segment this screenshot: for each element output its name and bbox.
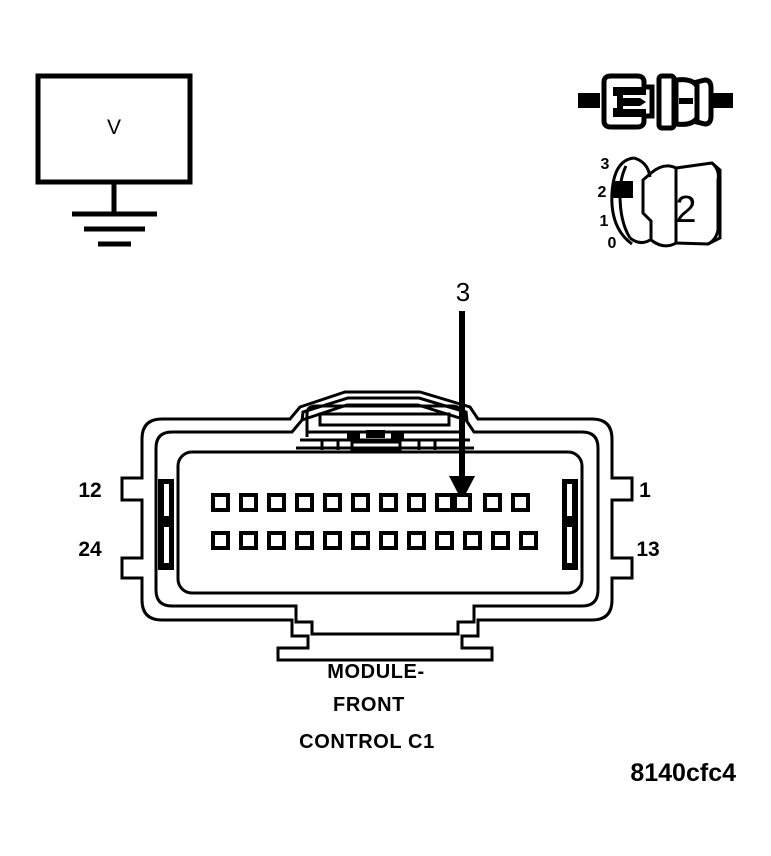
figure-id-label: 8140cfc4 <box>630 759 736 787</box>
latch-tooth-mid <box>366 430 385 438</box>
pin-cavity <box>483 493 502 512</box>
pin-cavity <box>379 531 398 550</box>
latch-tooth-left <box>347 431 360 441</box>
pin-cavity <box>379 493 398 512</box>
switch-selected-label: 2 <box>675 189 696 231</box>
earth-ground-icon <box>72 211 157 247</box>
rotary-selector-switch-icon: 3 2 1 0 2 <box>598 156 722 252</box>
pin-cavity <box>491 531 510 550</box>
selector-marker <box>613 181 633 198</box>
latch-tooth-right <box>391 431 404 441</box>
latch-roof <box>300 396 469 422</box>
pin-cavity <box>323 493 342 512</box>
female-shell-body <box>694 77 714 127</box>
voltmeter-label: V <box>107 116 121 139</box>
pin-cavity <box>267 531 286 550</box>
pin-cavity <box>267 493 286 512</box>
pin-cavity <box>407 493 426 512</box>
pin-cavity <box>463 531 482 550</box>
row-label-top-left: 12 <box>78 479 101 502</box>
row-label-bottom-right: 13 <box>636 538 659 561</box>
left-bar-fill <box>158 479 174 570</box>
pin-row-bottom <box>211 531 538 550</box>
pin-cavity <box>351 531 370 550</box>
pin-cavity <box>435 531 454 550</box>
connector-outer-shell <box>120 390 634 662</box>
connector-second-shell <box>154 403 600 636</box>
knob-side-face <box>707 161 722 246</box>
connector-top-latch <box>296 396 474 453</box>
pin-cavity <box>511 493 530 512</box>
switch-position-1: 1 <box>600 213 609 230</box>
pin-cavity <box>211 493 230 512</box>
connector-left-wire <box>578 93 600 108</box>
connector-left-keying-bar <box>158 479 174 570</box>
latch-center-block <box>350 440 402 453</box>
inline-connector-pair-icon <box>578 73 733 131</box>
right-bar-slot-bottom <box>567 527 572 563</box>
connector-right-keying-bar <box>562 479 578 570</box>
dial-outer-arc-left <box>610 156 635 246</box>
male-connector-blade <box>613 87 646 117</box>
connector-caption: MODULE- FRONT CONTROL C1 <box>299 661 435 753</box>
pin-cavity <box>295 493 314 512</box>
pin-row-top <box>211 493 530 512</box>
pin-cavity <box>351 493 370 512</box>
pin-cavity <box>407 531 426 550</box>
pin-cavity-highlighted <box>453 493 472 512</box>
pin-cavity <box>239 493 258 512</box>
row-label-bottom-left: 24 <box>78 538 102 561</box>
pin-cavity <box>295 531 314 550</box>
knob-left-face <box>641 164 678 248</box>
connector-module-front-control-c1: 12 24 1 13 <box>78 390 660 662</box>
callout-arrow-head <box>449 476 475 501</box>
connector-right-wire <box>711 93 733 108</box>
caption-line-1: MODULE- <box>327 661 425 683</box>
left-bar-slot-bottom <box>164 527 169 563</box>
pin-cavity <box>323 531 342 550</box>
caption-line-3: CONTROL C1 <box>299 731 435 753</box>
male-connector-shell <box>601 73 655 130</box>
pin-cavity <box>519 531 538 550</box>
switch-position-2: 2 <box>598 184 607 201</box>
left-bar-slot-top <box>164 484 169 516</box>
switch-position-3: 3 <box>601 156 610 173</box>
pin-cavity <box>211 531 230 550</box>
female-connector-slot <box>679 98 693 104</box>
right-bar-fill <box>562 479 578 570</box>
voltmeter-symbol <box>35 73 193 247</box>
callout-pin-number: 3 <box>456 277 470 307</box>
caption-line-2: FRONT <box>333 694 405 716</box>
row-label-top-right: 1 <box>639 479 651 502</box>
pin-cavity <box>239 531 258 550</box>
latch-bar <box>318 412 451 427</box>
dial-bottom-arc <box>629 236 651 245</box>
switch-position-0: 0 <box>608 235 617 252</box>
pin-cavity <box>435 493 454 512</box>
latch-body <box>305 404 463 437</box>
right-bar-slot-top <box>567 484 572 516</box>
